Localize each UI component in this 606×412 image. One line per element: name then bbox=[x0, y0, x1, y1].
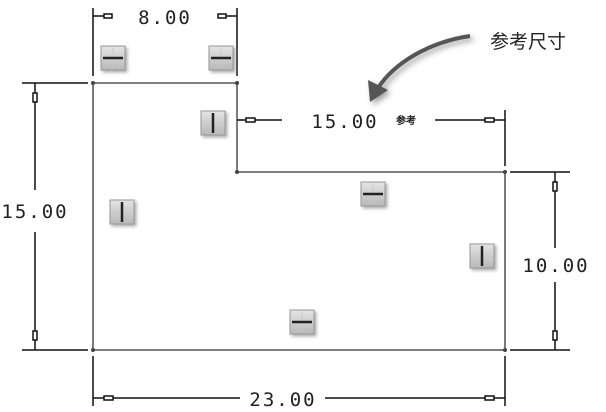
vertical-constraint-icon[interactable] bbox=[200, 110, 226, 136]
dimension-left-height[interactable] bbox=[22, 82, 88, 351]
horizontal-constraint-icon[interactable] bbox=[208, 45, 234, 71]
vertical-constraint-icon[interactable] bbox=[109, 199, 135, 225]
horizontal-constraint-icon[interactable] bbox=[289, 309, 315, 335]
horizontal-constraint-icon[interactable] bbox=[360, 181, 386, 207]
arrow-head-icon bbox=[368, 80, 388, 102]
horizontal-constraint-icons bbox=[100, 45, 495, 335]
dimension-reference-width-label[interactable]: 15.00 bbox=[311, 111, 378, 133]
dimension-top-width-label[interactable]: 8.00 bbox=[138, 7, 192, 29]
dimension-right-height-label[interactable]: 10.00 bbox=[522, 255, 589, 277]
reference-tag: 参考 bbox=[396, 114, 416, 127]
dimension-top-width[interactable] bbox=[92, 8, 238, 76]
dimension-left-height-label[interactable]: 15.00 bbox=[1, 201, 68, 223]
dimension-bottom-width[interactable] bbox=[92, 356, 506, 406]
horizontal-constraint-icon[interactable] bbox=[100, 45, 126, 71]
dimension-bottom-width-label[interactable]: 23.00 bbox=[249, 389, 316, 411]
curved-arrow-icon bbox=[376, 34, 471, 90]
dimension-reference-width[interactable] bbox=[237, 110, 506, 166]
vertices bbox=[91, 81, 507, 352]
dimension-right-height[interactable] bbox=[510, 171, 570, 351]
vertical-constraint-icon[interactable] bbox=[469, 243, 495, 269]
annotation-label: 参考尺寸 bbox=[490, 31, 566, 53]
